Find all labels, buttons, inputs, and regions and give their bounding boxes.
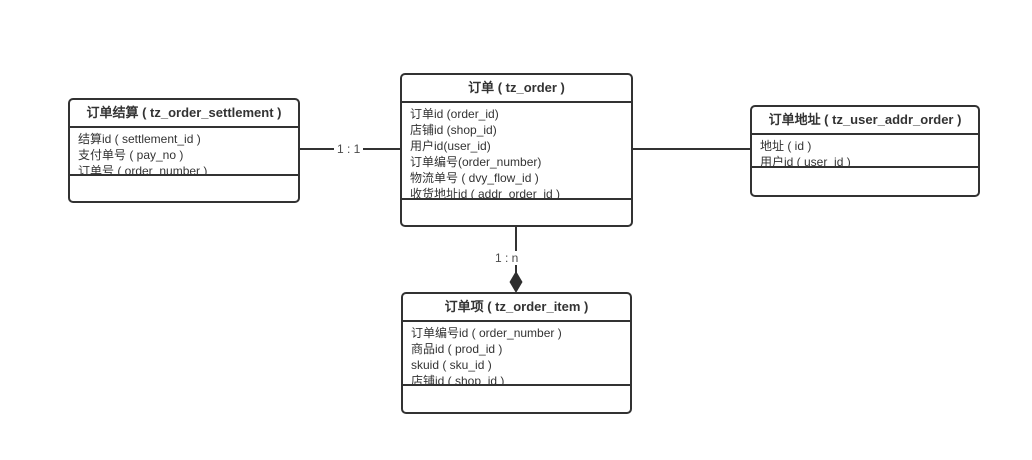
entity-order-item-title: 订单项 ( tz_order_item )	[403, 294, 630, 322]
field-addr-order-id: 收货地址id ( addr_order_id )	[410, 187, 561, 198]
entity-order-settlement: 订单结算 ( tz_order_settlement ) 结算id ( sett…	[68, 98, 300, 203]
entity-order-settlement-fields: 结算id ( settlement_id ) 支付单号 ( pay_no ) 订…	[70, 128, 298, 174]
field-user-id: 用户id(user_id)	[410, 139, 491, 153]
field-item-order-number: 订单编号id ( order_number )	[411, 326, 562, 340]
field-item-shop-id: 店铺id ( shop_id )	[411, 374, 505, 384]
entity-order-footer	[402, 198, 631, 225]
entity-order-settlement-footer	[70, 174, 298, 201]
relation-label-one-to-one: 1 : 1	[334, 142, 364, 156]
connector-order-address	[633, 148, 750, 150]
entity-order-title: 订单 ( tz_order )	[402, 75, 631, 103]
entity-order-fields: 订单id (order_id) 店铺id (shop_id) 用户id(user…	[402, 103, 631, 198]
field-settlement-id: 结算id ( settlement_id )	[78, 132, 201, 146]
field-order-id: 订单id (order_id)	[410, 107, 499, 121]
field-addr-id: 地址 ( id )	[760, 139, 812, 153]
entity-order-item-footer	[403, 384, 630, 412]
entity-order-item: 订单项 ( tz_order_item ) 订单编号id ( order_num…	[401, 292, 632, 414]
entity-order: 订单 ( tz_order ) 订单id (order_id) 店铺id (sh…	[400, 73, 633, 227]
relation-label-one-to-many: 1 : n	[492, 251, 522, 265]
entity-order-item-fields: 订单编号id ( order_number ) 商品id ( prod_id )…	[403, 322, 630, 384]
field-prod-id: 商品id ( prod_id )	[411, 342, 503, 356]
field-sku-id: skuid ( sku_id )	[411, 358, 492, 372]
field-shop-id: 店铺id (shop_id)	[410, 123, 497, 137]
field-order-number: 订单编号(order_number)	[410, 155, 542, 169]
entity-user-addr-order-footer	[752, 166, 978, 195]
entity-user-addr-order-fields: 地址 ( id ) 用户id ( user_id )	[752, 135, 978, 166]
entity-user-addr-order-title: 订单地址 ( tz_user_addr_order )	[752, 107, 978, 135]
field-addr-user-id: 用户id ( user_id )	[760, 155, 851, 166]
connector-order-item	[515, 227, 517, 273]
field-pay-no: 支付单号 ( pay_no )	[78, 148, 184, 162]
field-order-number: 订单号 ( order_number )	[78, 164, 208, 174]
diamond-arrow-icon	[509, 271, 523, 293]
entity-user-addr-order: 订单地址 ( tz_user_addr_order ) 地址 ( id ) 用户…	[750, 105, 980, 197]
field-dvy-flow-id: 物流单号 ( dvy_flow_id )	[410, 171, 539, 185]
entity-order-settlement-title: 订单结算 ( tz_order_settlement )	[70, 100, 298, 128]
